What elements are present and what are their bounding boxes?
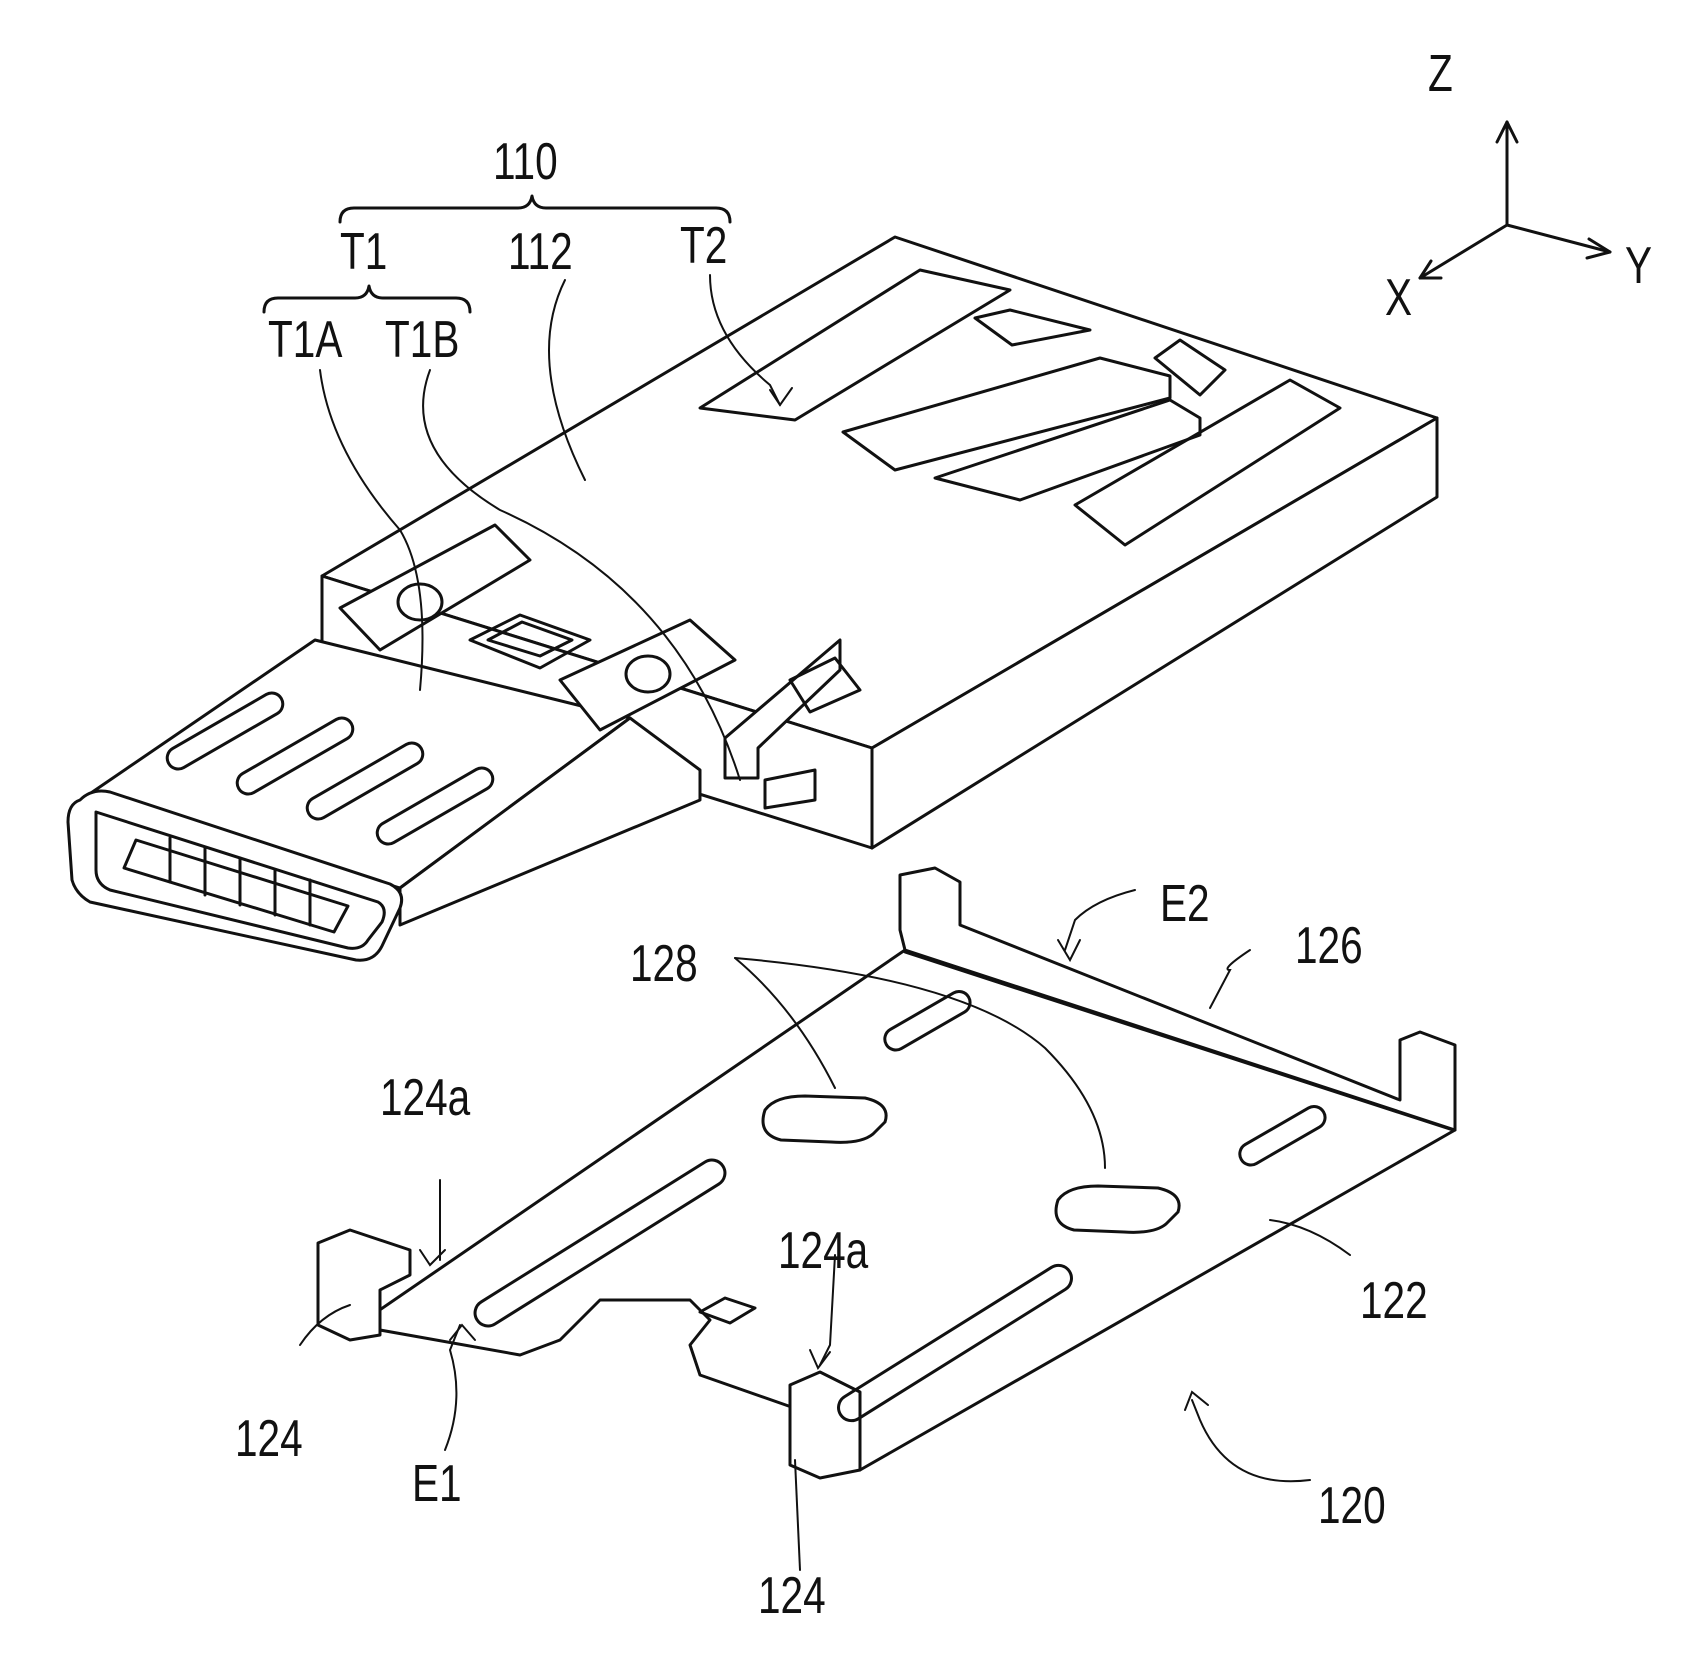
label-124a-right: 124a: [778, 1225, 868, 1277]
axis-x-label: X: [1385, 272, 1412, 324]
label-124-bottom: 124: [758, 1570, 826, 1622]
label-112: 112: [508, 226, 573, 278]
label-122: 122: [1360, 1275, 1428, 1327]
label-128: 128: [630, 938, 698, 990]
label-t1: T1: [340, 226, 387, 278]
label-120: 120: [1318, 1480, 1386, 1532]
metal-plate-120: [318, 868, 1455, 1478]
label-126: 126: [1295, 920, 1363, 972]
label-110: 110: [493, 136, 558, 188]
label-124-left: 124: [235, 1413, 303, 1465]
axis-y-label: Y: [1625, 240, 1652, 292]
label-124a-left: 124a: [380, 1072, 470, 1124]
coordinate-axes-icon: [1420, 122, 1610, 278]
brace-t1: [264, 286, 470, 312]
label-t2: T2: [680, 220, 727, 272]
label-e2: E2: [1160, 878, 1210, 930]
label-e1: E1: [412, 1458, 462, 1510]
label-t1b: T1B: [385, 314, 459, 366]
axis-z-label: Z: [1428, 48, 1453, 100]
brace-110: [340, 196, 730, 222]
label-t1a: T1A: [268, 314, 342, 366]
